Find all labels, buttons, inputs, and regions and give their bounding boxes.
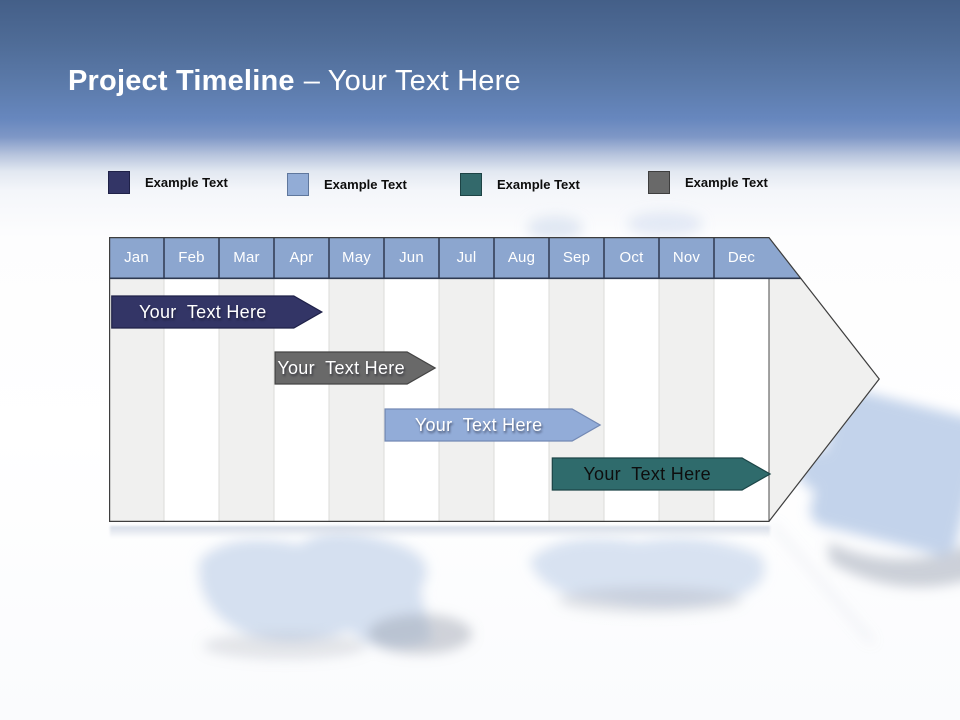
legend-color-swatch [287,172,309,196]
legend-color-swatch [108,170,130,194]
month-header-row: Jan Feb Mar Apr May Jun Jul Aug Sep Oct Nov Dec [109,237,769,278]
task-arrow[interactable] [111,295,324,329]
month-cell-aug[interactable]: Aug [507,249,536,266]
slide-title[interactable]: Project Timeline – Your Text Here [68,58,521,104]
puzzle-piece-left [199,532,432,648]
month-cell-nov[interactable]: Nov [672,249,701,266]
month-cell-sep[interactable]: Sep [562,249,591,266]
legend-label: Example Text [497,176,580,192]
month-cell-mar[interactable]: Mar [233,249,260,266]
month-cell-feb[interactable]: Feb [178,249,205,266]
legend-label: Example Text [145,174,228,190]
month-cell-jan[interactable]: Jan [124,249,149,266]
title-main-text: Project Timeline [68,64,295,97]
month-cell-oct[interactable]: Oct [619,249,644,266]
month-cell-apr[interactable]: Apr [289,249,314,266]
month-cell-jul[interactable]: Jul [456,249,477,266]
month-cell-may[interactable]: May [342,249,371,266]
timeline-reflection [110,526,770,538]
task-arrow[interactable] [274,351,437,385]
legend-item[interactable]: Example Text [648,170,768,194]
legend-label: Example Text [324,176,407,192]
legend-item[interactable]: Example Text [460,172,580,196]
puzzle-piece-middle [530,538,765,607]
timeline-arrow-graphic [109,237,880,522]
legend-color-swatch [460,172,482,196]
month-cell-dec[interactable]: Dec [727,249,756,266]
legend-color-swatch [648,170,670,194]
month-cell-jun[interactable]: Jun [399,249,424,266]
task-arrow[interactable] [384,408,602,442]
legend-item[interactable]: Example Text [287,172,407,196]
title-placeholder-text: – Your Text Here [303,64,521,97]
legend-item[interactable]: Example Text [108,170,228,194]
legend-label: Example Text [685,174,768,190]
task-arrow[interactable] [551,457,772,491]
